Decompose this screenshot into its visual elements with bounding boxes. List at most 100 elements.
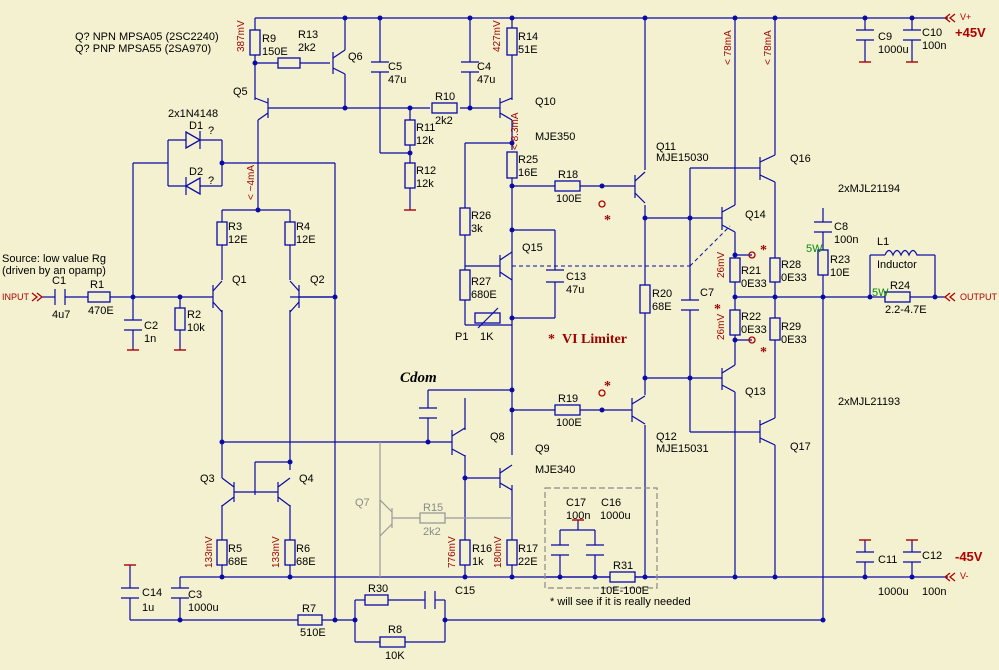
resistor-r20 — [639, 284, 651, 314]
capacitor-c12 — [903, 551, 921, 563]
diodes — [184, 130, 202, 196]
label-r3: R3 — [228, 221, 242, 233]
ports — [31, 13, 956, 582]
label-c12: C12 — [922, 550, 942, 562]
transistor-q9 — [499, 464, 513, 491]
capacitor-cdom — [419, 407, 437, 419]
labels: Q? NPN MPSA05 (2SC2240) Q? PNP MPSA55 (2… — [2, 12, 998, 662]
label-q1: Q1 — [232, 274, 247, 286]
value-r6: 68E — [296, 556, 316, 568]
transistor-q14 — [721, 204, 736, 233]
resistor-r28 — [769, 257, 781, 283]
star-2: * — [604, 379, 611, 394]
out-bot-note: 2xMJL21193 — [838, 396, 900, 408]
resistor-r4 — [284, 221, 296, 246]
label-r8: R8 — [388, 624, 402, 636]
resistor-r2 — [174, 307, 186, 331]
value-r2: 10k — [187, 322, 205, 334]
label-r17: R17 — [518, 543, 538, 555]
transistor-q5 — [254, 97, 269, 121]
transistor-q13 — [721, 364, 736, 393]
resistor-r3 — [216, 221, 228, 246]
label-q5: Q5 — [233, 86, 248, 98]
value-c5: 47u — [388, 74, 406, 86]
label-c17: C17 — [566, 497, 586, 509]
anno-427mv: 427mV — [492, 20, 503, 52]
resistor-r14 — [506, 27, 518, 56]
label-r31: R31 — [613, 560, 633, 572]
value-r12: 12k — [416, 178, 434, 190]
label-c11: C11 — [878, 554, 897, 566]
anno-133mv-b: 133mV — [271, 536, 282, 568]
label-c7: C7 — [700, 287, 714, 299]
label-r21: R21 — [741, 265, 761, 277]
label-q9: Q9 — [535, 443, 550, 455]
value-q9: MJE340 — [535, 464, 575, 476]
value-r17: 22E — [518, 556, 538, 568]
label-r22: R22 — [741, 311, 761, 323]
power-r23: 5W — [806, 243, 823, 255]
label-q6: Q6 — [348, 51, 363, 63]
label-r4: R4 — [296, 221, 310, 233]
value-r25: 16E — [518, 167, 538, 179]
junctions — [130, 15, 938, 623]
resistor-r8 — [379, 636, 406, 648]
vi-limiter-label: VI Limiter — [562, 332, 627, 347]
resistor-r23 — [817, 249, 829, 276]
capacitor-c5 — [371, 61, 389, 73]
value-c8: 100n — [834, 234, 858, 246]
vminus-port-label: V- — [960, 571, 969, 581]
anno-26mv-b: 26mV — [716, 314, 727, 340]
resistor-r24 — [884, 291, 911, 303]
resistor-r19 — [554, 404, 581, 416]
capacitor-c15 — [424, 591, 436, 609]
title-pnp: Q? PNP MPSA55 (2SA970) — [75, 43, 211, 55]
value-r13: 2k2 — [298, 42, 316, 54]
value-r19: 100E — [556, 417, 582, 429]
q7-disabled-section — [379, 442, 512, 577]
capacitor-c14 — [121, 587, 139, 599]
label-r10: R10 — [435, 91, 455, 103]
label-l1: L1 — [877, 236, 889, 248]
r31-option-box — [544, 487, 658, 589]
capacitor-c16 — [586, 544, 604, 556]
label-r26: R26 — [471, 210, 491, 222]
value-r27: 680E — [471, 289, 497, 301]
transistor-q4 — [277, 477, 291, 507]
test-points — [598, 200, 756, 397]
capacitor-c10 — [903, 29, 921, 41]
label-q16: Q16 — [790, 153, 811, 165]
value-c4: 47u — [477, 74, 495, 86]
value-r4: 12E — [296, 234, 316, 246]
label-c16: C16 — [601, 497, 621, 509]
capacitor-c11 — [856, 551, 874, 563]
label-c14: C14 — [142, 587, 162, 599]
capacitor-c13 — [546, 269, 564, 283]
label-r25: R25 — [518, 154, 538, 166]
label-q13: Q13 — [745, 386, 766, 398]
resistor-r29 — [769, 317, 781, 341]
value-r24: 2.2-4.7E — [885, 304, 927, 316]
label-r2: R2 — [187, 309, 201, 321]
anno-78ma-a: < 78mA — [723, 30, 734, 65]
source-note-1: Source: low value Rg — [2, 253, 106, 265]
resistor-r5 — [216, 539, 228, 566]
diode-d2 — [184, 176, 201, 196]
label-c8: C8 — [834, 221, 848, 233]
value-r20: 68E — [652, 301, 672, 313]
transistor-q10 — [499, 97, 513, 121]
value-q11: MJE15030 — [656, 152, 709, 164]
capacitor-c1 — [54, 289, 66, 305]
value-c14: 1u — [142, 602, 154, 614]
label-c13: C13 — [566, 271, 586, 283]
value-r11: 12k — [416, 135, 434, 147]
value-r28: 0E33 — [781, 272, 807, 284]
value-q10: MJE350 — [535, 131, 575, 143]
value-r14: 51E — [518, 44, 538, 56]
transistor-q3 — [221, 477, 278, 507]
thermal-coupling-line-2 — [689, 225, 731, 267]
label-r1: R1 — [90, 279, 104, 291]
transistor-q11 — [634, 171, 646, 204]
resistor-r26 — [459, 207, 471, 236]
